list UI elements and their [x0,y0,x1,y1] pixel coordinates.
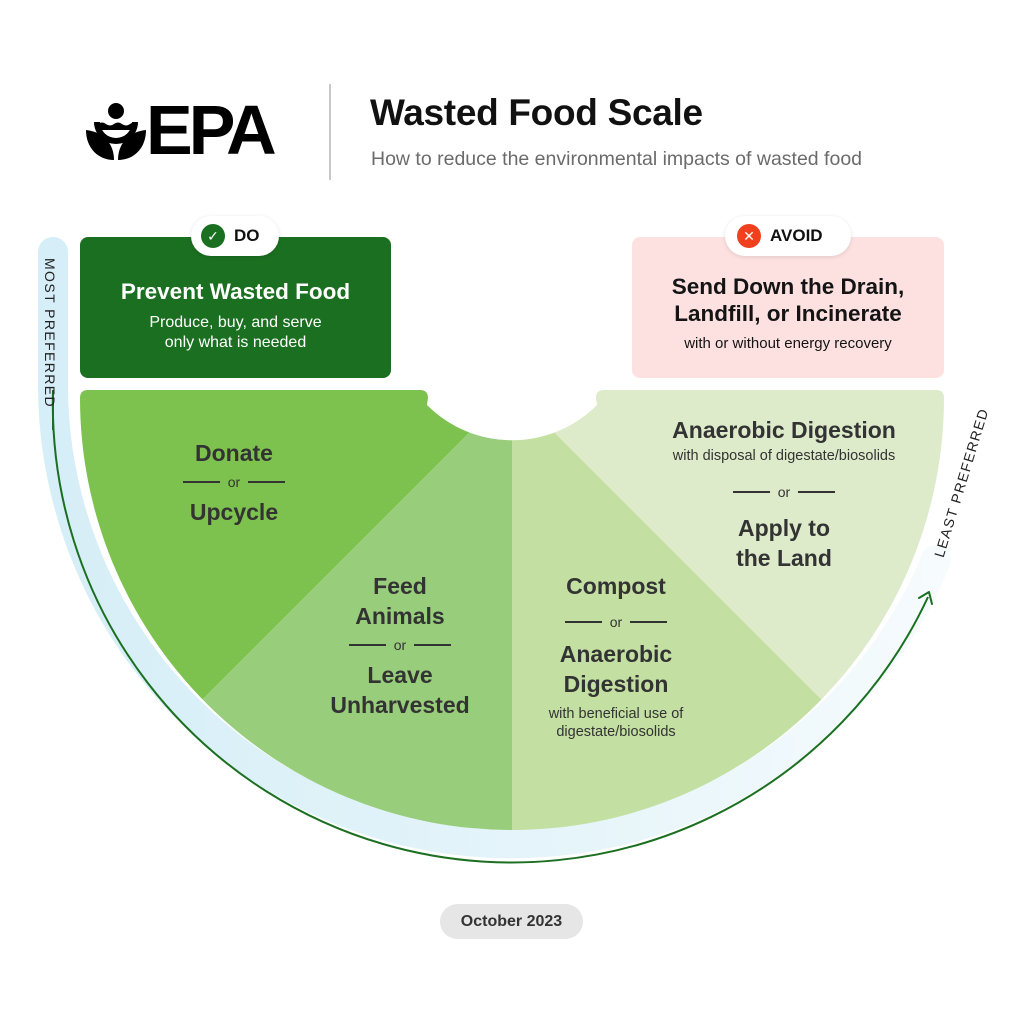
scale-arrow-line [51,389,929,864]
or-divider: or [300,636,500,654]
avoid-badge-label: AVOID [770,226,823,245]
or-divider: or [634,483,934,501]
prevent-desc-line2: only what is needed [164,334,307,351]
most-preferred-label: MOST PREFERRED [42,258,58,409]
segment-feed-animals [80,390,512,830]
x-circle-icon: ✕ [737,224,761,248]
arrow-up-right-icon [918,591,933,605]
do-badge: ✓ DO [191,216,279,256]
prevent-wasted-food-card: Prevent Wasted Food Produce, buy, and se… [80,237,391,378]
option-anaerobic-disposal-note: with disposal of digestate/biosolids [672,448,896,464]
avoid-description: with or without energy recovery [684,335,892,352]
avoid-card: Send Down the Drain, Landfill, or Incine… [632,237,944,378]
avoid-title-line2: Landfill, or Incinerate [674,301,902,326]
avoid-title-line1: Send Down the Drain, [671,274,905,299]
segment-label-anaerobic-land: Anaerobic Digestion with disposal of dig… [634,415,934,573]
prevent-description: Produce, buy, and serve only what is nee… [80,313,391,353]
date-badge: October 2023 [440,904,583,939]
prevent-title: Prevent Wasted Food [120,279,351,304]
avoid-badge: ✕ AVOID [725,216,851,256]
option-compost: Compost [566,573,666,599]
scale-band [38,237,951,859]
page-subtitle: How to reduce the environmental impacts … [371,148,863,170]
option-anaerobic-disposal: Anaerobic Digestion [672,417,896,443]
avoid-title: Send Down the Drain, Landfill, or Incine… [632,273,944,327]
or-divider: or [516,613,716,631]
epa-flower-icon [86,103,146,160]
option-upcycle: Upcycle [189,499,279,525]
check-circle-icon: ✓ [201,224,225,248]
page-title: Wasted Food Scale [370,92,703,133]
or-divider: or [134,473,334,491]
option-donate: Donate [195,440,273,466]
epa-logo-text: EPA [146,91,277,169]
header-divider [329,84,331,180]
prevent-desc-line1: Produce, buy, and serve [149,314,322,331]
segment-compost [512,390,944,830]
segment-label-donate: Donate or Upcycle [134,438,334,527]
do-badge-label: DO [234,226,260,245]
